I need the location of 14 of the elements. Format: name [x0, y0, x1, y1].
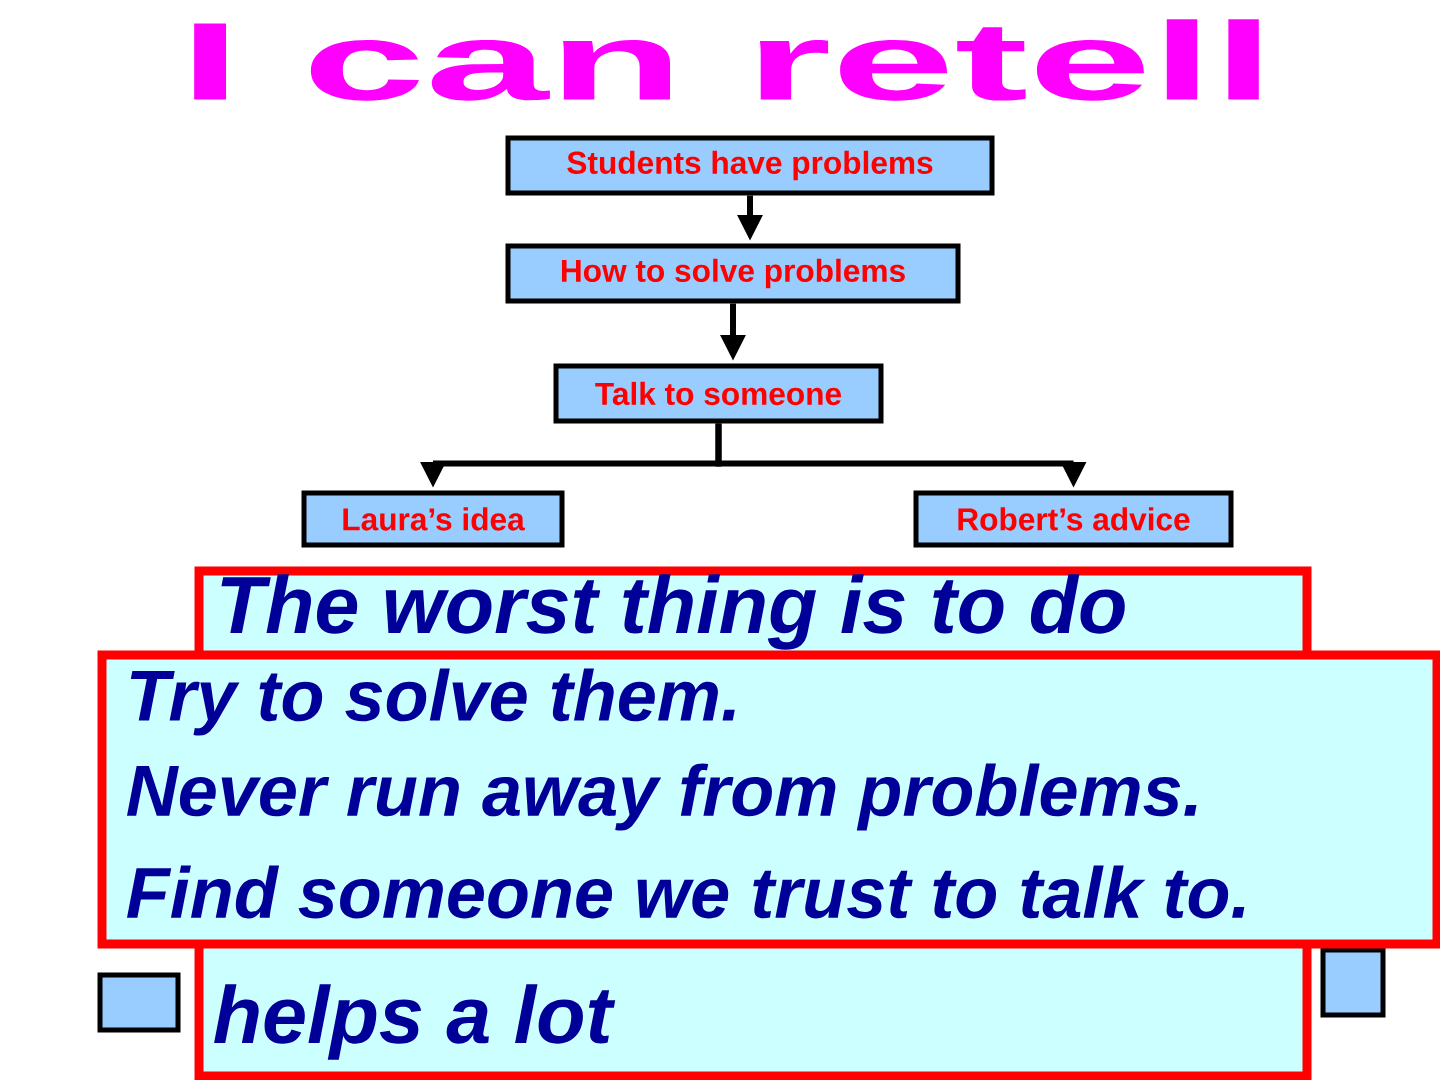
panel-text: helps a lot	[214, 984, 616, 1060]
panel-text: Never run away from problems.	[127, 763, 1197, 831]
process-box: Talk to someone	[553, 363, 884, 424]
panel-text: Find someone we trust to talk to.	[127, 865, 1245, 919]
process-box: Laura’s idea	[301, 490, 565, 548]
process-box: Students have problems	[505, 135, 995, 196]
process-box: How to solve problems	[505, 243, 961, 304]
panel-text: Try to solve them.	[130, 668, 735, 736]
title: I can retell	[194, 19, 1259, 101]
callout-panel	[97, 650, 1440, 949]
empty-box	[97, 972, 181, 1033]
process-box: Robert’s advice	[913, 490, 1234, 548]
empty-box	[1320, 947, 1386, 1018]
panel-text: The worst thing is to do	[221, 574, 1125, 650]
